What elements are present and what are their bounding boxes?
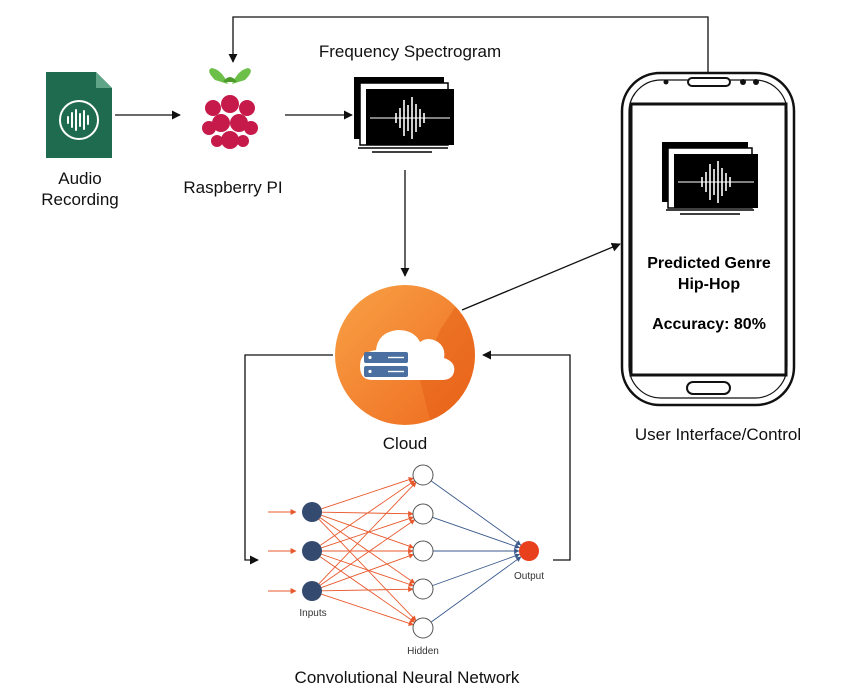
connectors <box>115 16 709 565</box>
smartphone <box>620 71 796 407</box>
audio-recording-label-line1: Audio <box>58 169 102 188</box>
phone-label: User Interface/Control <box>634 425 802 444</box>
audio-file-icon <box>46 72 112 158</box>
edge-input-1-hidden-1 <box>321 477 415 510</box>
predicted-genre-title: Predicted Genre <box>647 255 771 272</box>
hidden-node-4 <box>412 578 434 600</box>
edge-hidden-2-output <box>432 516 521 549</box>
cnn-label: Convolutional Neural Network <box>294 668 520 687</box>
edge-hidden-5-output <box>430 556 522 623</box>
arrow-phone-to-pi <box>228 16 709 72</box>
arrow-cloud-to-cnn <box>244 354 333 565</box>
accuracy-text: Accuracy: 80% <box>652 316 766 333</box>
edge-input-2-hidden-5 <box>319 556 416 623</box>
phone-spectrogram-icon <box>662 142 758 215</box>
hidden-node-3 <box>412 540 434 562</box>
cloud-server-icon <box>335 285 475 425</box>
arrow-cnn-to-cloud <box>482 350 571 561</box>
hidden-node-1 <box>412 464 434 486</box>
output-node <box>519 541 539 561</box>
edge-input-3-hidden-1 <box>318 481 417 585</box>
edge-hidden-1-output <box>430 480 522 546</box>
hidden-node-5 <box>412 617 434 639</box>
edge-input-1-hidden-4 <box>319 517 416 584</box>
edge-hidden-4-output <box>432 553 521 587</box>
input-node-1 <box>302 502 322 522</box>
audio-recording-label-line2: Recording <box>41 190 119 209</box>
neural-network <box>268 464 539 639</box>
cloud-label: Cloud <box>382 434 428 453</box>
edge-input-3-hidden-2 <box>319 519 416 586</box>
cnn-inputs-label: Inputs <box>299 608 327 619</box>
spectrogram-label: Frequency Spectrogram <box>318 42 502 61</box>
cnn-output-label: Output <box>513 571 545 582</box>
predicted-genre-value: Hip-Hop <box>677 276 741 293</box>
edge-input-3-hidden-3 <box>321 553 415 589</box>
raspberry-pi-icon <box>202 68 258 149</box>
hidden-node-2 <box>412 503 434 525</box>
raspberry-pi-label: Raspberry PI <box>183 178 283 197</box>
input-node-2 <box>302 541 322 561</box>
spectrogram-icon <box>354 77 454 153</box>
edge-input-3-hidden-4 <box>321 586 414 592</box>
edge-input-1-hidden-3 <box>321 514 415 549</box>
audio-recording-label: Audio Recording <box>20 168 140 210</box>
edge-input-3-hidden-5 <box>321 593 415 626</box>
cnn-hidden-label: Hidden <box>407 646 439 657</box>
edge-input-2-hidden-4 <box>321 553 415 587</box>
edge-input-2-hidden-1 <box>319 480 416 546</box>
input-node-3 <box>302 581 322 601</box>
arrow-cloud-to-phone <box>461 242 621 311</box>
